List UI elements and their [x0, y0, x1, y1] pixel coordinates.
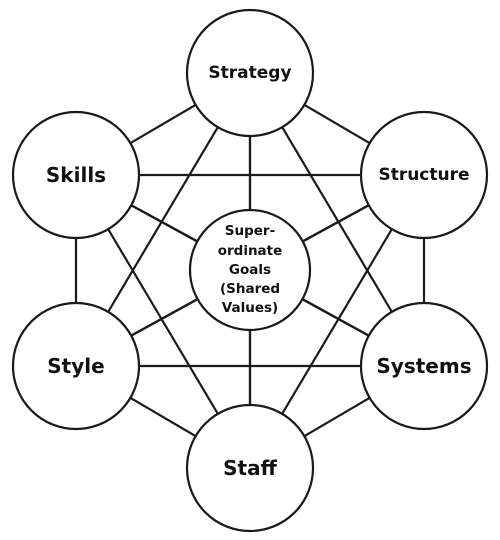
- node-strategy: Strategy: [185, 8, 315, 138]
- node-staff: Staff: [185, 403, 315, 533]
- node-center-label-line-5: Values): [222, 300, 278, 316]
- node-systems: Systems: [359, 301, 489, 431]
- node-style-circle: [11, 301, 141, 431]
- node-style: Style: [11, 301, 141, 431]
- node-center-label-line-2: ordinate: [218, 243, 283, 259]
- node-systems-circle: [359, 301, 489, 431]
- node-structure-circle: [359, 110, 489, 240]
- node-staff-label: Staff: [223, 456, 277, 480]
- node-strategy-circle: [185, 8, 315, 138]
- node-center-circle: [188, 208, 312, 332]
- node-structure: Structure: [359, 110, 489, 240]
- node-skills-label: Skills: [46, 163, 106, 187]
- node-center-label-line-3: Goals: [229, 262, 271, 278]
- node-structure-label: Structure: [378, 165, 469, 185]
- node-center-label-line-4: (Shared: [220, 281, 280, 297]
- node-skills: Skills: [11, 110, 141, 240]
- node-strategy-label: Strategy: [208, 63, 291, 83]
- node-staff-circle: [185, 403, 315, 533]
- node-center-label-line-1: Super-: [225, 223, 275, 239]
- node-systems-label: Systems: [376, 354, 471, 378]
- node-style-label: Style: [47, 354, 104, 378]
- node-center: Super- ordinate Goals (Shared Values): [188, 208, 312, 332]
- node-skills-circle: [11, 110, 141, 240]
